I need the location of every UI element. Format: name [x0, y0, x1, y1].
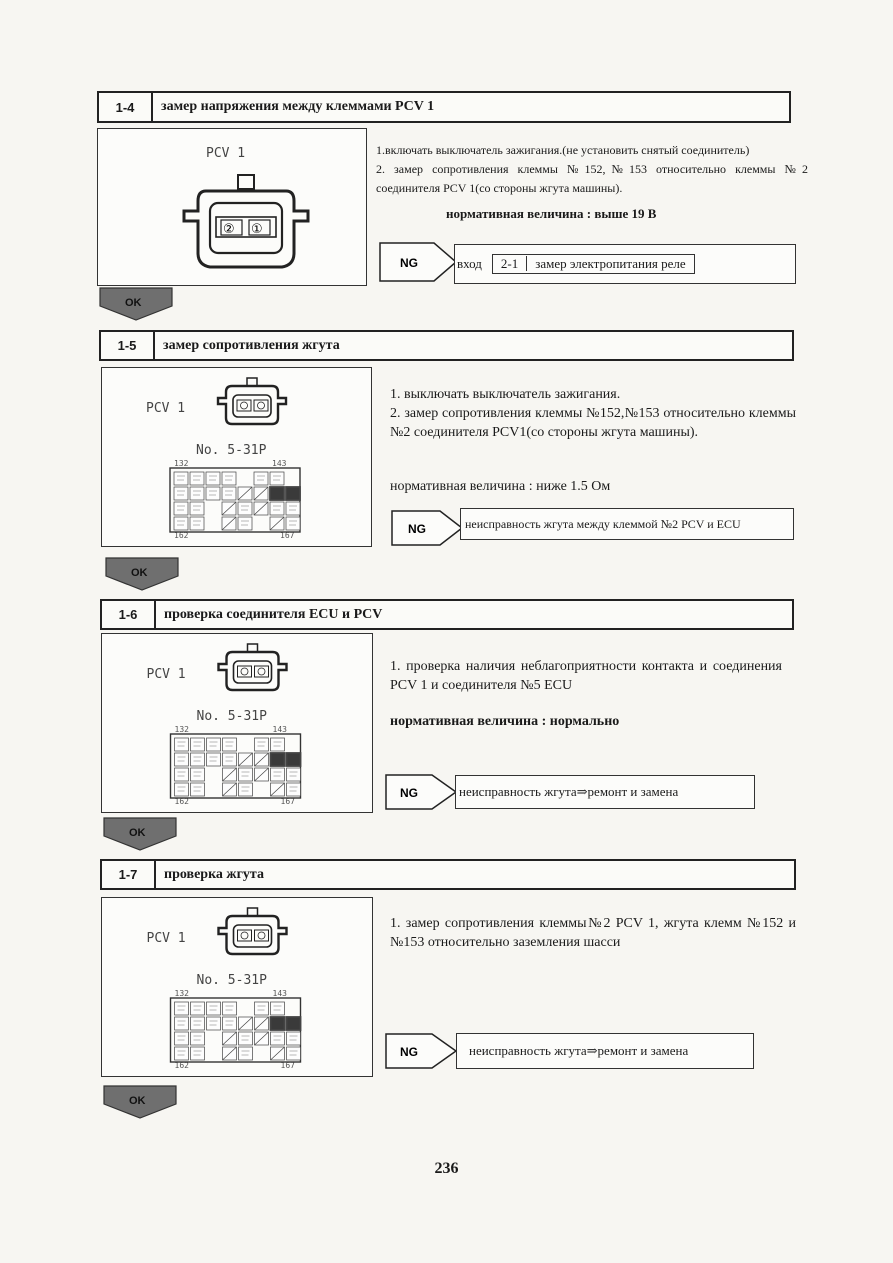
- section-number: 1-4: [99, 93, 153, 121]
- pin-label-right: ①: [251, 222, 263, 237]
- pin-number-mid: 143: [273, 725, 288, 734]
- pcv-connector-icon: [216, 377, 288, 426]
- pin-number-mid: 143: [273, 989, 288, 998]
- section-title: проверка жгута: [164, 866, 264, 882]
- section-number: 1-6: [102, 601, 156, 628]
- pin-number-end-left: 162: [175, 797, 190, 806]
- pin-number-end-right: 167: [280, 531, 295, 540]
- pin-number-end-left: 162: [174, 531, 189, 540]
- pcv-ecu-connector-drawing: PCV 1 No. 5-31P 132 143 162 167: [146, 377, 301, 540]
- pin-number-start: 132: [174, 459, 189, 468]
- section-header-1-6: 1-6 проверка соединителя ECU и PCV: [100, 599, 794, 630]
- ecu-terminal-grid: [169, 467, 301, 533]
- instruction-line: 1. выключать выключатель зажигания.: [390, 387, 621, 402]
- ng-prefix: вход: [457, 256, 482, 271]
- pin-number-mid: 143: [272, 459, 287, 468]
- ok-arrow-1-6: OK: [103, 817, 177, 851]
- connector-figure-1-5: PCV 1 No. 5-31P 132 143 162 167: [101, 367, 372, 547]
- section-title: замер сопротивления жгута: [163, 337, 340, 353]
- connector-figure-1-7: PCV 1 No. 5-31P 132 143 162 167: [101, 897, 373, 1077]
- ng-result-1-6: неисправность жгута⇒ремонт и замена: [455, 775, 755, 809]
- section-header-1-7: 1-7 проверка жгута: [100, 859, 796, 890]
- ng-result-1-4: вход 2-1 замер электропитания реле: [454, 244, 796, 284]
- ok-label: OK: [131, 567, 148, 579]
- ok-label: OK: [129, 1095, 146, 1107]
- ng-text: замер электропитания реле: [526, 256, 686, 271]
- instruction-line: 1.включать выключатель зажигания.(не уст…: [376, 143, 750, 157]
- ok-arrow-1-7: OK: [103, 1085, 177, 1119]
- connector-number: No. 5-31P: [196, 443, 267, 458]
- connector-figure-1-6: PCV 1 No. 5-31P 132 143 162 167: [101, 633, 373, 813]
- ng-label: NG: [408, 522, 426, 536]
- instruction-line: 2. замер сопротивления клеммы №152,№153 …: [390, 406, 796, 440]
- figure-title: PCV 1: [147, 931, 186, 946]
- ecu-terminal-grid: [169, 997, 302, 1063]
- ng-arrow-1-5: NG: [391, 510, 464, 546]
- section-title: замер напряжения между клеммами PCV 1: [161, 99, 435, 114]
- instruction-line: 1. проверка наличия неблагоприятности ко…: [390, 659, 782, 693]
- norm-value: нормативная величина : выше 19 В: [446, 206, 657, 221]
- pin-number-start: 132: [175, 989, 190, 998]
- ng-label: NG: [400, 256, 418, 270]
- ng-code: 2-1: [500, 256, 519, 271]
- pcv-connector-icon: [217, 643, 288, 692]
- ng-text: неисправность жгута между клеммой №2 PCV…: [465, 516, 741, 531]
- ng-arrow-1-7: NG: [385, 1033, 458, 1069]
- pcv-connector-drawing: PCV 1 ② ①: [182, 146, 310, 269]
- pin-number-end-right: 167: [281, 797, 296, 806]
- pin-number-start: 132: [175, 725, 190, 734]
- norm-value: нормативная величина : ниже 1.5 Ом: [390, 479, 611, 494]
- figure-title: PCV 1: [147, 667, 186, 682]
- ng-arrow-1-4: NG: [379, 242, 458, 282]
- ok-arrow-1-5: OK: [105, 557, 179, 591]
- ng-label: NG: [400, 786, 418, 800]
- page-number: 236: [434, 1160, 459, 1177]
- connector-number: No. 5-31P: [197, 973, 268, 988]
- instruction-line: 1. замер сопротивления клеммы№2 PCV 1, ж…: [390, 916, 796, 950]
- section-number: 1-5: [101, 332, 155, 359]
- section-header-1-5: 1-5 замер сопротивления жгута: [99, 330, 794, 361]
- section-title: проверка соединителя ECU и PCV: [164, 606, 383, 622]
- ng-text: неисправность жгута⇒ремонт и замена: [459, 784, 679, 799]
- pcv-connector-icon: [217, 907, 288, 956]
- section-1-4-text: 1.включать выключатель зажигания.(не уст…: [376, 141, 808, 198]
- section-1-7-text: 1. замер сопротивления клеммы№2 PCV 1, ж…: [390, 914, 796, 952]
- pcv-ecu-connector-drawing: PCV 1 No. 5-31P 132 143 162 167: [147, 643, 302, 806]
- ng-result-1-7: неисправность жгута⇒ремонт и замена: [456, 1033, 754, 1069]
- instruction-line: 2. замер сопротивления клеммы №152,№153 …: [376, 162, 808, 195]
- connector-number: No. 5-31P: [197, 709, 268, 724]
- ng-result-1-5: неисправность жгута между клеммой №2 PCV…: [460, 508, 794, 540]
- pin-label-left: ②: [223, 222, 235, 237]
- section-1-5-text: 1. выключать выключатель зажигания. 2. з…: [390, 385, 796, 442]
- ecu-terminal-grid: [169, 733, 302, 799]
- section-header-1-4: 1-4 замер напряжения между клеммами PCV …: [97, 91, 791, 123]
- ok-label: OK: [125, 297, 142, 309]
- figure-title: PCV 1: [206, 146, 245, 161]
- norm-value: нормативная величина : нормально: [390, 714, 620, 729]
- ng-reference-box: 2-1 замер электропитания реле: [491, 254, 695, 274]
- section-1-6-text: 1. проверка наличия неблагоприятности ко…: [390, 657, 782, 695]
- pin-number-end-right: 167: [281, 1061, 296, 1070]
- ng-label: NG: [400, 1045, 418, 1059]
- ok-label: OK: [129, 827, 146, 839]
- figure-title: PCV 1: [146, 401, 185, 416]
- ok-arrow-1-4: OK: [99, 287, 173, 321]
- connector-figure-1-4: PCV 1 ② ①: [97, 128, 367, 286]
- ng-text: неисправность жгута⇒ремонт и замена: [469, 1043, 689, 1058]
- ng-arrow-1-6: NG: [385, 774, 458, 810]
- pin-number-end-left: 162: [175, 1061, 190, 1070]
- section-number: 1-7: [102, 861, 156, 888]
- pcv-ecu-connector-drawing: PCV 1 No. 5-31P 132 143 162 167: [147, 907, 302, 1070]
